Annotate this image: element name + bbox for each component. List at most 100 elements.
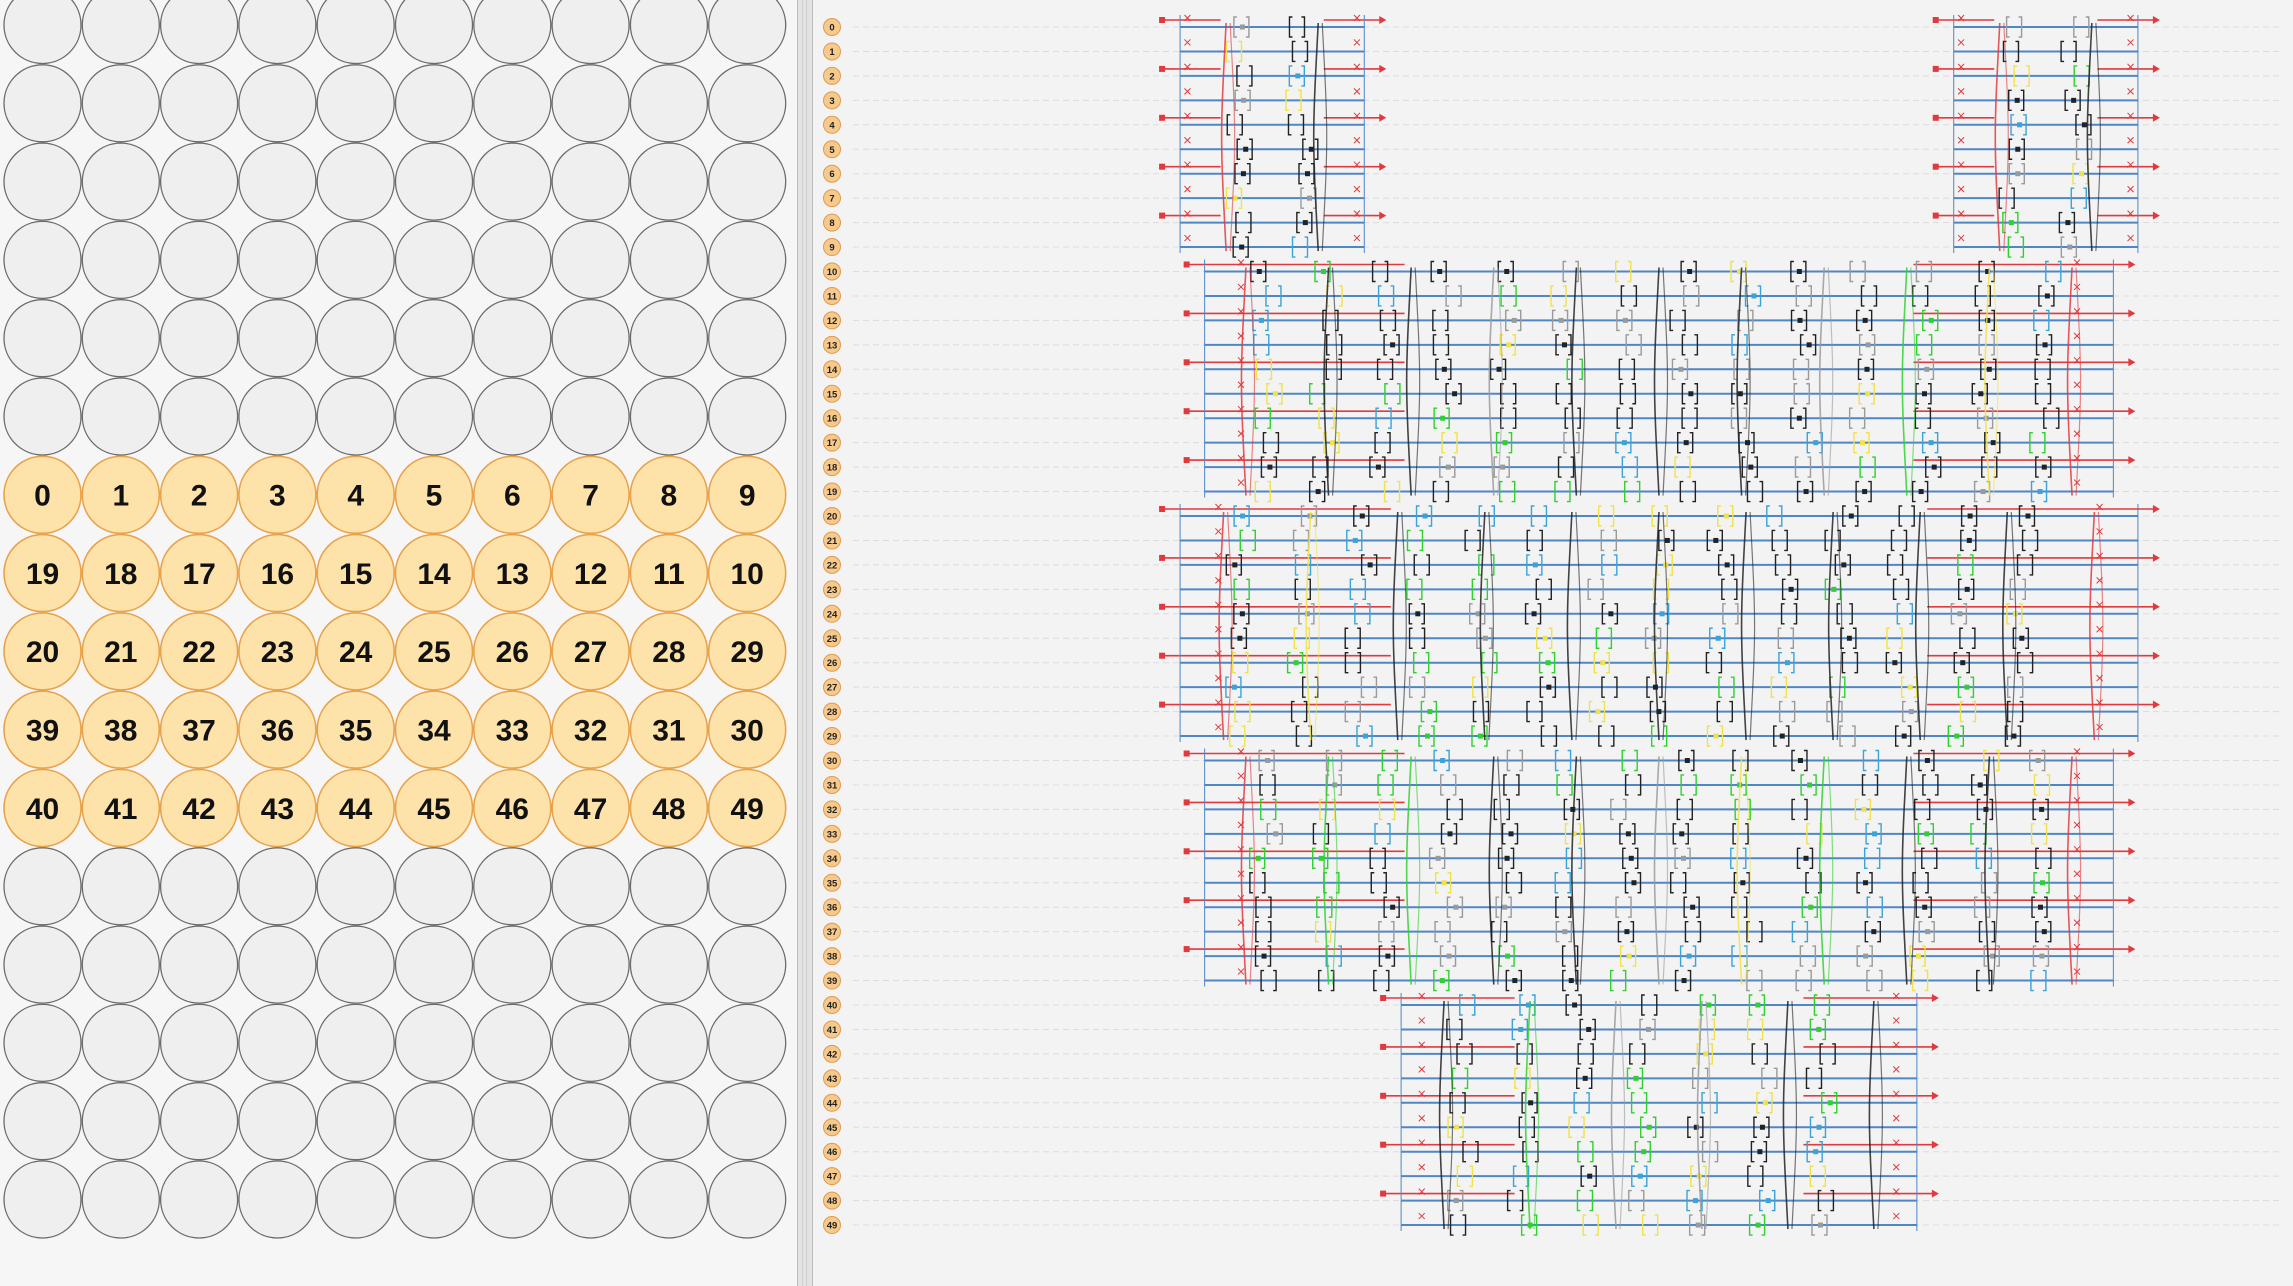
- atom-site-active: 22: [159, 612, 239, 691]
- atom-label: 46: [496, 793, 529, 826]
- x-marker-icon: [1237, 454, 1245, 462]
- gate-marker: [1872, 831, 1878, 837]
- atom-site-active: 2: [159, 455, 239, 535]
- qubit-label: 46: [823, 1142, 841, 1161]
- qubit-label-text: 43: [827, 1074, 838, 1085]
- gate-bracket: [1563, 431, 1580, 454]
- atom-circle: [238, 220, 317, 300]
- atom-site-active: 23: [238, 612, 317, 691]
- qubit-label-badge: [823, 66, 841, 85]
- gate-marker: [1440, 415, 1446, 421]
- atom-circle: [81, 690, 161, 770]
- gate-bracket: [1233, 578, 1250, 601]
- gate-bracket: [1377, 285, 1395, 307]
- atom-circle: [316, 533, 396, 613]
- atom-site: [708, 925, 787, 1004]
- gate-bracket: [1983, 945, 2000, 967]
- interaction-lane: [1791, 1000, 1798, 1230]
- gate-bracket: [1495, 431, 1513, 454]
- gate-marker: [1622, 317, 1628, 323]
- gate-bracket: [1601, 676, 1618, 698]
- gate-bracket: [1746, 480, 1764, 503]
- gate-marker: [1441, 880, 1447, 886]
- atom-label: 17: [182, 558, 215, 591]
- gate-bracket: [1918, 920, 1935, 943]
- gate-marker: [1925, 929, 1931, 935]
- x-marker-icon: [2073, 259, 2081, 266]
- gate-marker: [2017, 122, 2023, 128]
- gate-bracket: [1229, 725, 1246, 747]
- gate-marker: [1703, 1051, 1709, 1057]
- gate-bracket: [1235, 211, 1252, 234]
- panel-splitter[interactable]: [797, 0, 813, 1286]
- atom-label: 13: [496, 558, 529, 591]
- gate-bracket: [2033, 309, 2050, 332]
- qubit-label-badge: [823, 898, 841, 917]
- atom-circle: [472, 533, 552, 613]
- gate-bracket: [2008, 163, 2025, 185]
- transport-arrowhead: [1931, 1189, 1939, 1198]
- gate-marker: [1359, 513, 1365, 519]
- atom-circle: [159, 847, 239, 926]
- gate-bracket: [1576, 1189, 1594, 1212]
- gate-bracket: [1526, 529, 1543, 552]
- gate-bracket: [1435, 358, 1452, 380]
- gate-marker: [1986, 366, 1992, 372]
- gate-bracket: [1449, 1092, 1466, 1114]
- interaction-lane: [1579, 756, 1586, 985]
- x-marker-icon: [2073, 454, 2081, 462]
- gate-bracket: [1834, 554, 1852, 576]
- interaction-lane: [1914, 511, 1922, 741]
- transport-arrowhead: [2152, 602, 2160, 611]
- gate-bracket: [2008, 89, 2025, 112]
- gate-marker: [1453, 1198, 1459, 1204]
- gate-bracket: [1854, 798, 1872, 821]
- gate-bracket: [1733, 358, 1750, 380]
- gate-bracket: [1921, 847, 1938, 869]
- atom-circle: [629, 455, 709, 535]
- atom-circle: [551, 1082, 630, 1161]
- gate-bracket: [1790, 407, 1807, 429]
- atom-label: 24: [339, 636, 373, 669]
- atom-site-active: 18: [81, 533, 161, 613]
- atom-circle: [81, 612, 161, 691]
- gate-bracket: [1503, 774, 1520, 796]
- atom-site: [238, 847, 317, 926]
- transport-arrowhead: [2128, 358, 2136, 367]
- qubit-label-badge: [823, 1167, 841, 1186]
- splitter-grip-icon[interactable]: [802, 0, 807, 1286]
- atom-label: 32: [574, 715, 607, 748]
- gate-bracket: [1516, 1043, 1533, 1065]
- atom-site-active: 35: [316, 690, 396, 770]
- gate-marker: [1681, 855, 1687, 861]
- x-marker-icon: [2073, 381, 2081, 389]
- gate-bracket: [1650, 725, 1668, 747]
- gate-bracket: [1344, 627, 1361, 649]
- atom-circle: [3, 142, 82, 221]
- gate-bracket: [1375, 407, 1392, 429]
- x-marker-icon: [1353, 136, 1361, 144]
- gate-marker: [2041, 929, 2047, 935]
- atom-circle: [3, 220, 82, 300]
- qubit-label-badge: [823, 800, 841, 819]
- qubit-label-badge: [823, 751, 841, 770]
- gate-marker: [1686, 953, 1692, 959]
- qubit-label-badge: [823, 580, 841, 599]
- qubit-label-text: 25: [827, 634, 838, 645]
- qubit-label-text: 35: [827, 878, 838, 889]
- gate-bracket: [1354, 603, 1371, 625]
- gate-bracket: [1234, 89, 1251, 112]
- gate-bracket: [2016, 652, 2034, 674]
- gate-bracket: [1747, 1165, 1764, 1187]
- atom-site: [473, 0, 552, 65]
- atom-circle: [708, 847, 787, 926]
- gate-bracket: [1799, 945, 1817, 967]
- qubit-label-text: 22: [827, 560, 838, 571]
- atom-circle: [3, 455, 82, 535]
- atom-circle: [708, 142, 787, 221]
- gate-bracket: [1412, 652, 1430, 674]
- gate-bracket: [1346, 529, 1363, 552]
- atom-label: 6: [504, 480, 521, 513]
- atom-circle: [394, 142, 474, 221]
